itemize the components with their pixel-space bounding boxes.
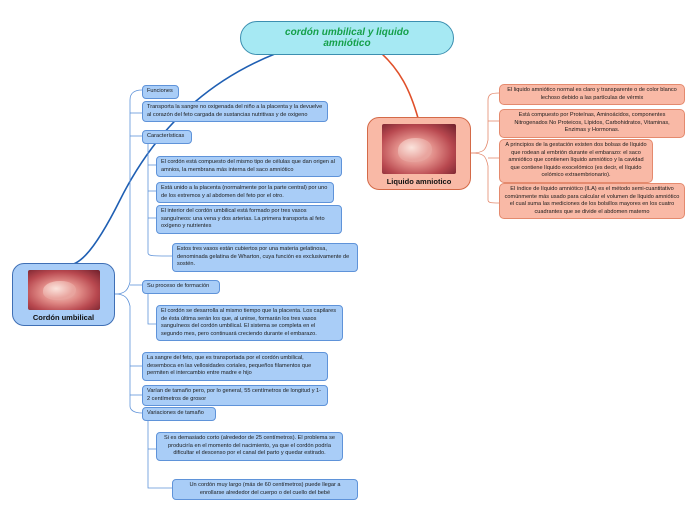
node-sangre-feto[interactable]: La sangre del feto, que es transportada … — [142, 352, 328, 381]
fetus-photo — [382, 124, 456, 174]
node-variacion-1[interactable]: Si es demasiado corto (alrededor de 25 c… — [156, 432, 343, 461]
fetus-photo — [27, 270, 100, 310]
node-caracteristica-2[interactable]: Está unido a la placenta (normalmente po… — [156, 182, 334, 204]
main-topic-label: Liquido amniotico — [386, 177, 452, 186]
node-caracteristicas[interactable]: Características — [142, 130, 192, 144]
node-caracteristica-3[interactable]: El interior del cordón umbilical está fo… — [156, 205, 342, 234]
main-topic-liquido-amniotico[interactable]: Liquido amniotico — [367, 117, 471, 190]
node-varian-tamano[interactable]: Varían de tamaño pero, por lo general, 5… — [142, 385, 328, 407]
central-topic-title: cordón umbilical y liquido amniótico — [285, 26, 409, 50]
node-formacion[interactable]: Su proceso de formación — [142, 280, 220, 294]
node-caracteristica-1[interactable]: El cordón está compuesto del mismo tipo … — [156, 156, 342, 178]
main-topic-label: Cordón umbilical — [32, 313, 95, 322]
node-liquido-3[interactable]: A principios de la gestación existen dos… — [499, 139, 653, 183]
node-variacion-2[interactable]: Un cordón muy largo (más de 60 centímetr… — [172, 479, 358, 501]
node-liquido-4[interactable]: El índice de líquido amniótico (ILA) es … — [499, 183, 685, 220]
node-liquido-1[interactable]: El liquido amniótico normal es claro y t… — [499, 84, 685, 106]
node-transporta[interactable]: Transporta la sangre no oxigenada del ni… — [142, 101, 328, 123]
node-variaciones[interactable]: Variaciones de tamaño — [142, 407, 216, 421]
node-liquido-2[interactable]: Está compuesto por Proteínas, Aminoácido… — [499, 109, 685, 138]
central-topic[interactable]: cordón umbilical y liquido amniótico — [240, 21, 454, 55]
node-funciones[interactable]: Funciones — [142, 85, 179, 99]
node-caracteristica-4[interactable]: Estos tres vasos están cubiertos por una… — [172, 243, 358, 272]
main-topic-cordon-umbilical[interactable]: Cordón umbilical — [12, 263, 115, 326]
node-formacion-1[interactable]: El cordón se desarrolla al mismo tiempo … — [156, 305, 343, 342]
